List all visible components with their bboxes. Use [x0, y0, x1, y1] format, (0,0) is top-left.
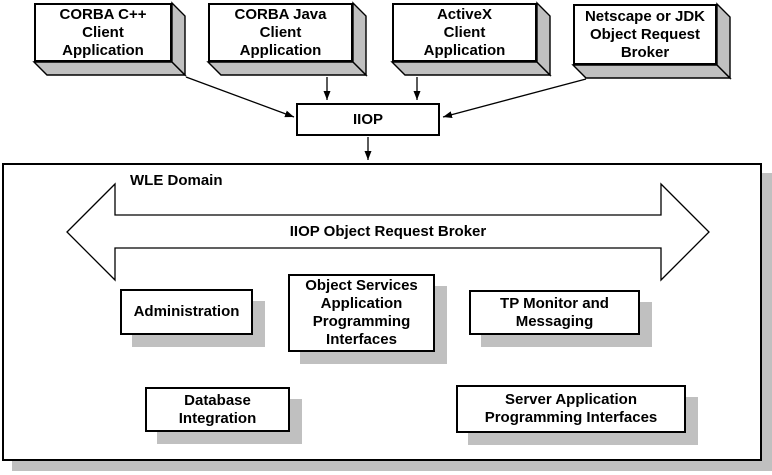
orb-arrow-label: IIOP Object Request Broker [289, 223, 487, 240]
orb-double-arrow [66, 182, 710, 282]
activex-box-3d-side [390, 1, 552, 77]
corba-cpp-client-box: CORBA C++ Client Application [34, 3, 172, 62]
wle-domain-title: WLE Domain [130, 172, 223, 189]
netscape-jdk-orb-box: Netscape or JDK Object Request Broker [573, 4, 717, 65]
arrow-netscape-to-iiop [442, 78, 587, 119]
database-integration-box: Database Integration [145, 387, 290, 432]
activex-client-box: ActiveX Client Application [392, 3, 537, 62]
corba-cpp-box-3d-side [32, 1, 187, 77]
tp-monitor-messaging-box: TP Monitor and Messaging [469, 290, 640, 335]
iiop-box: IIOP [296, 103, 440, 136]
netscape-box-3d-side [571, 2, 732, 80]
corba-java-box-3d-side [206, 1, 368, 77]
object-services-apis-box: Object Services Application Programming … [288, 274, 435, 352]
administration-box: Administration [120, 289, 253, 335]
corba-java-client-box: CORBA Java Client Application [208, 3, 353, 62]
arrow-corba-cpp-to-iiop [185, 76, 295, 118]
wle-domain-box [2, 163, 762, 461]
server-apis-box: Server Application Programming Interface… [456, 385, 686, 433]
